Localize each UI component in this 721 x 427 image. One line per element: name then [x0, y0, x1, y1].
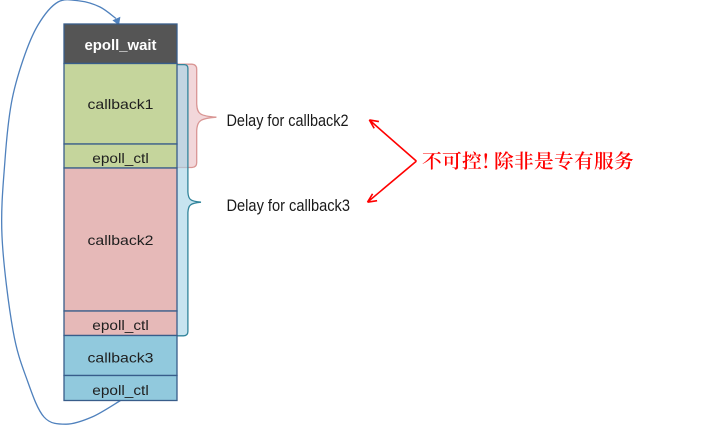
svg-text:callback3: callback3: [88, 350, 154, 366]
svg-text:callback1: callback1: [88, 96, 154, 112]
svg-text:epoll_ctl: epoll_ctl: [92, 382, 149, 398]
svg-text:epoll_ctl: epoll_ctl: [92, 317, 149, 333]
svg-text:Delay for callback3: Delay for callback3: [227, 196, 351, 215]
svg-text:epoll_wait: epoll_wait: [85, 38, 157, 54]
svg-text:Delay for callback2: Delay for callback2: [227, 111, 349, 130]
svg-text:callback2: callback2: [88, 232, 154, 248]
svg-text:epoll_ctl: epoll_ctl: [92, 150, 149, 166]
